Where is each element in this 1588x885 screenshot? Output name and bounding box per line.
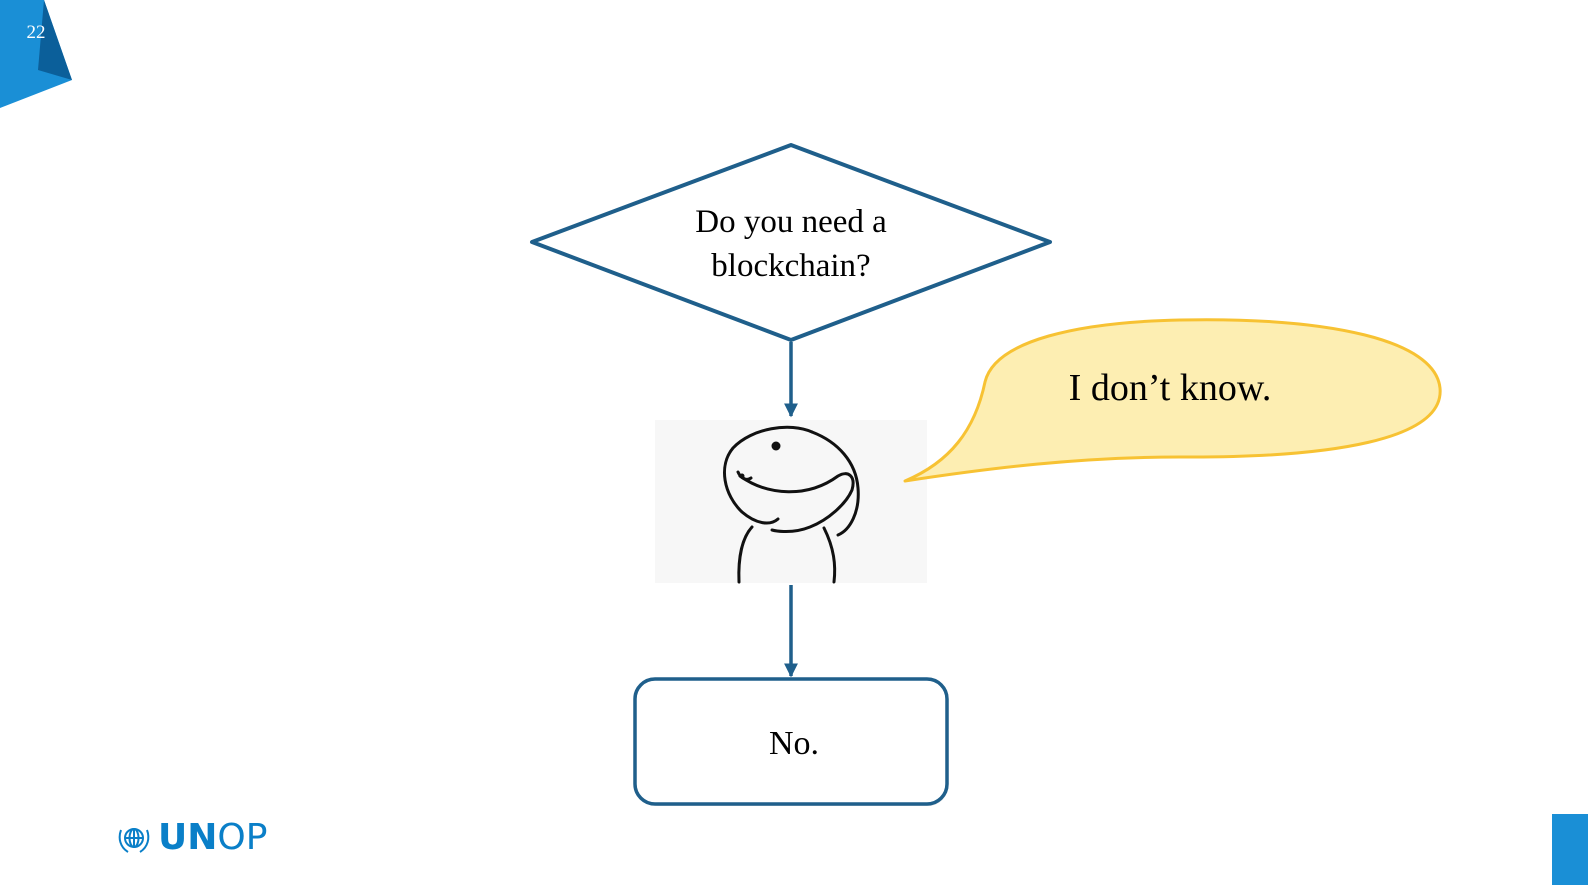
result-box — [633, 677, 949, 806]
logo-un-text: UN — [158, 817, 218, 858]
speech-bubble — [903, 318, 1442, 483]
edge-accent-bar — [1552, 814, 1588, 885]
un-emblem-icon — [118, 828, 150, 853]
decision-label-line1: Do you need a — [695, 204, 887, 240]
decision-diamond — [530, 143, 1052, 342]
decision-label-line2: blockchain? — [711, 248, 871, 284]
decision-label: Do you need a blockchain? — [620, 200, 962, 288]
thinking-figure-illustration — [655, 420, 927, 584]
page-corner-flag — [0, 0, 72, 108]
corner-flag-light — [0, 0, 72, 108]
speech-bubble-text: I don’t know. — [1068, 367, 1272, 409]
figure-background — [655, 420, 927, 583]
corner-flag-dark — [38, 0, 72, 80]
page-number: 22 — [26, 22, 46, 43]
result-label: No. — [768, 725, 820, 762]
logo-op-text: OP — [217, 817, 268, 858]
